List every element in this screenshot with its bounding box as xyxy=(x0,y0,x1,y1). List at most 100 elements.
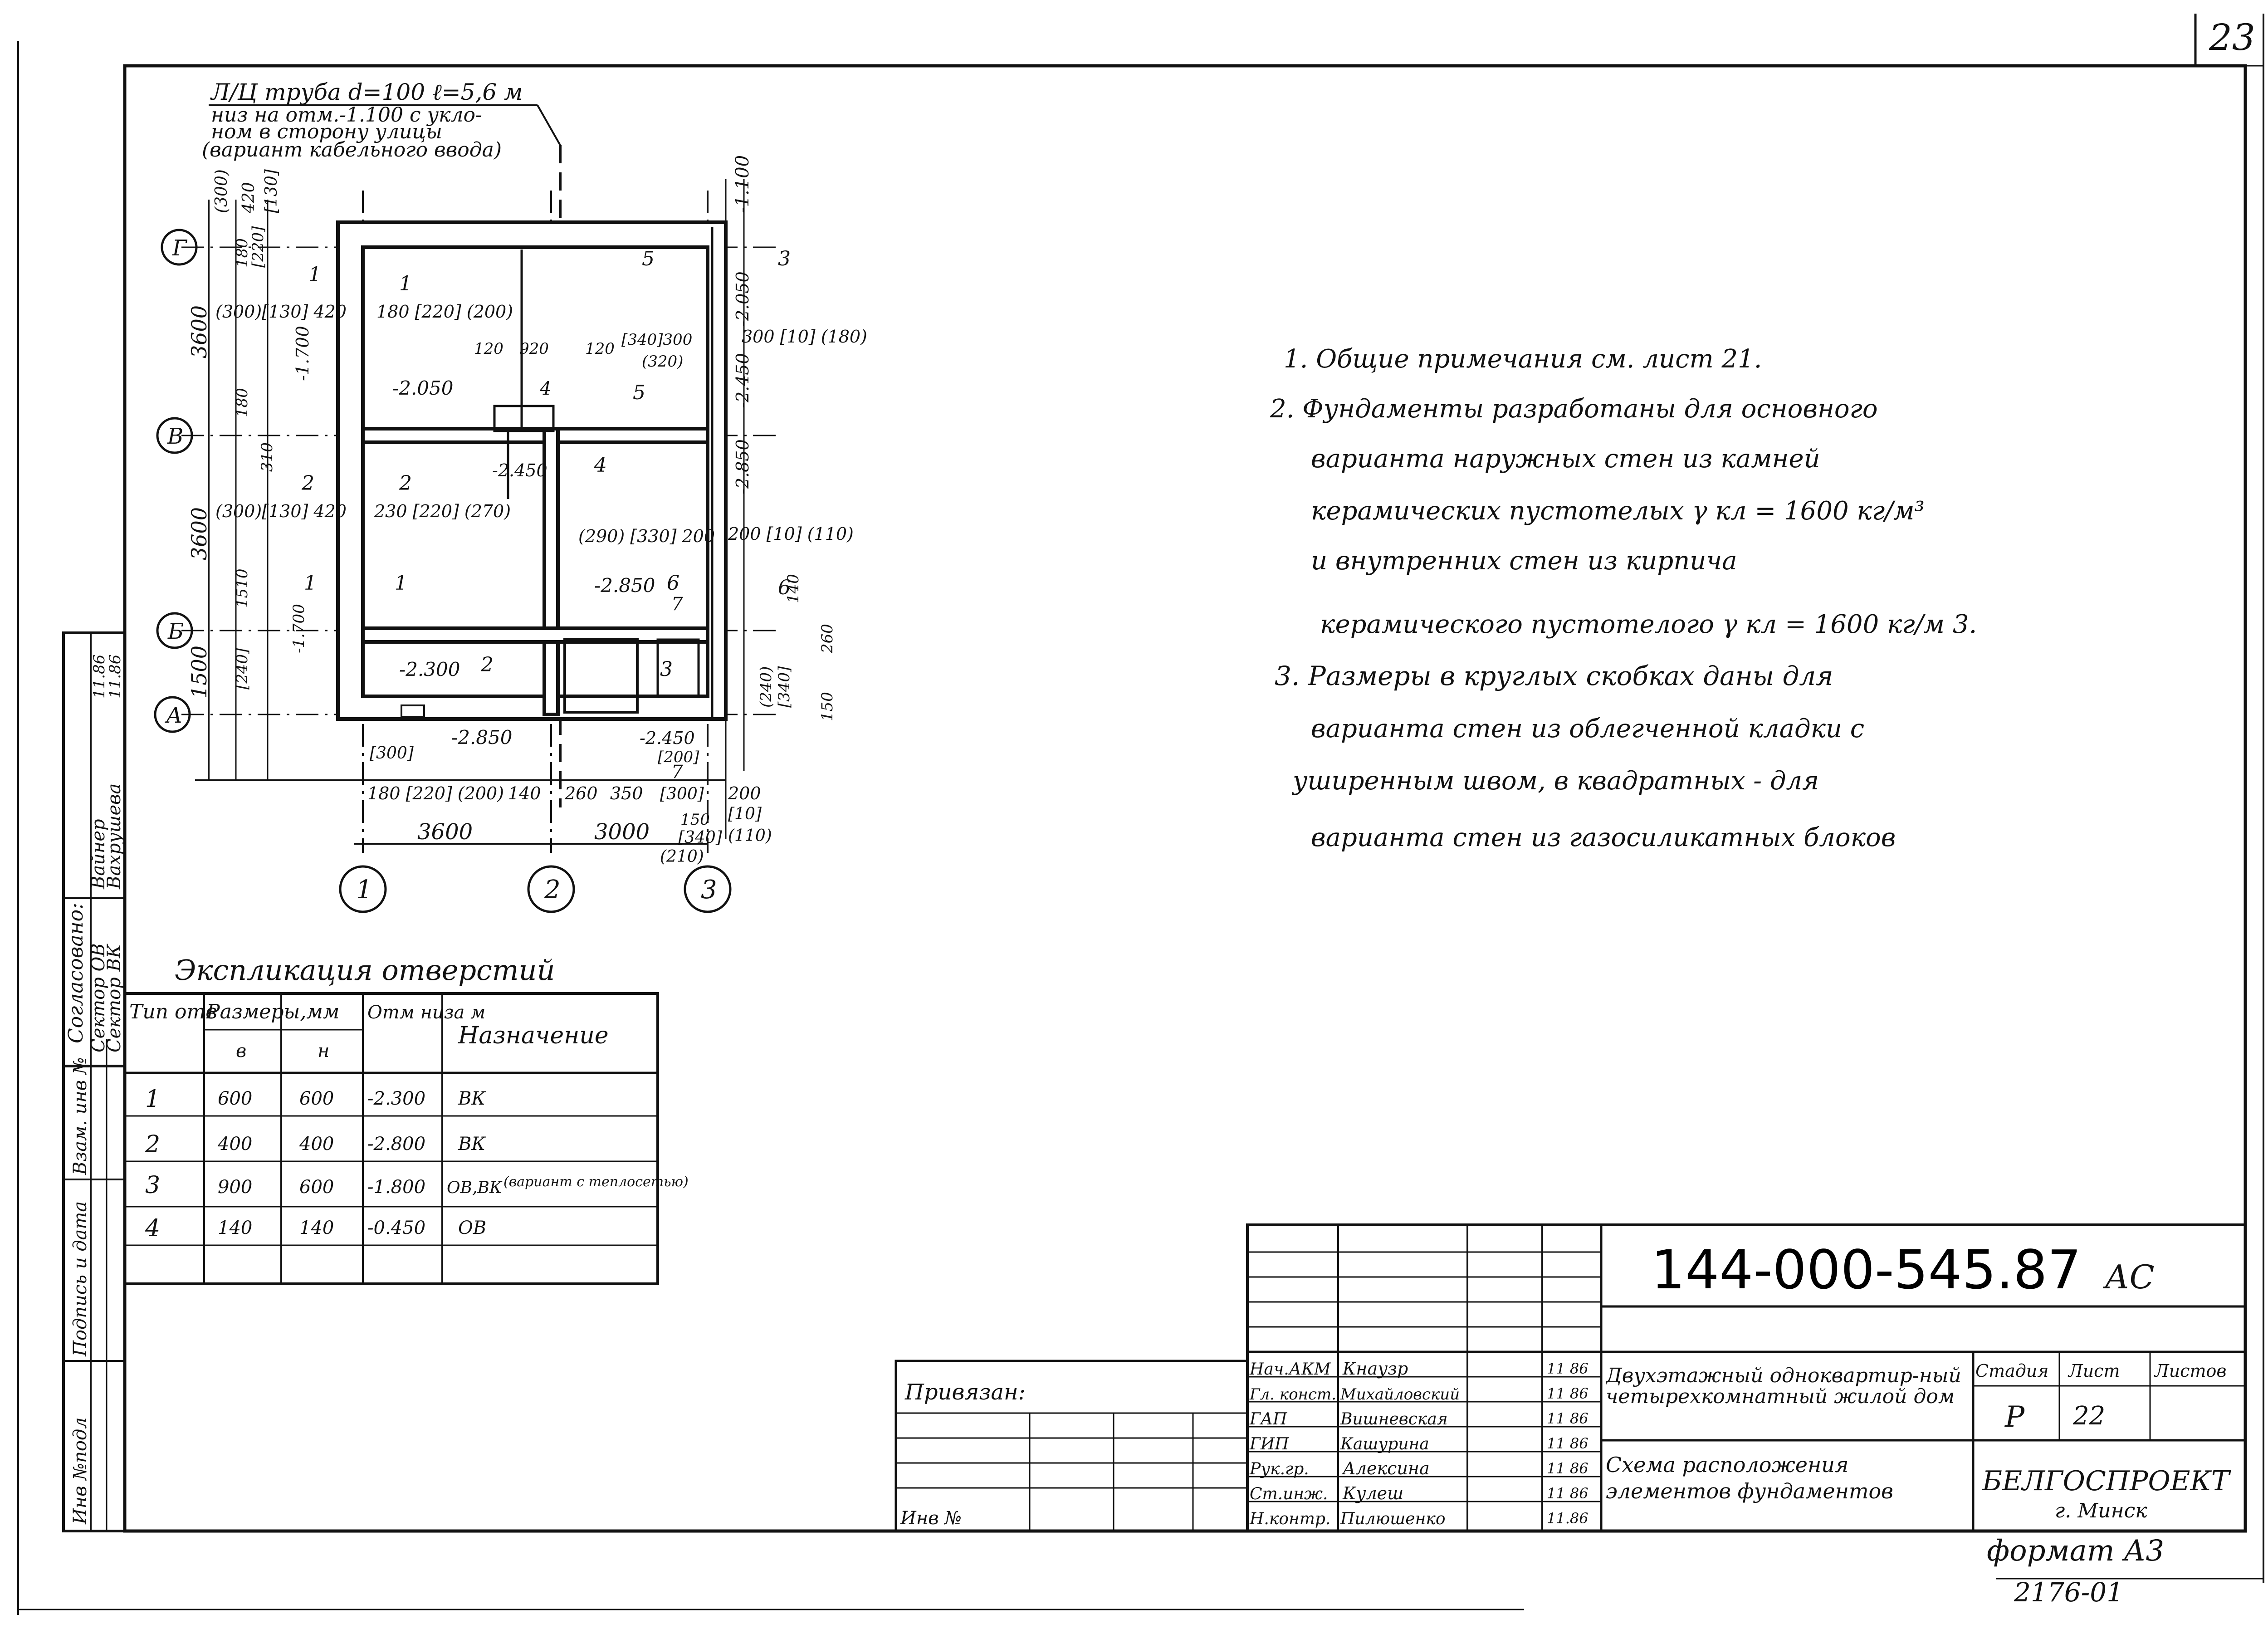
dim-bottom-small-12: [300] xyxy=(370,744,414,763)
stage-label: Стадия xyxy=(1975,1361,2048,1381)
dim-right-8: 150 xyxy=(818,692,836,721)
dim-right-7: 260 xyxy=(818,624,836,654)
room-dim-3: (290) [330] 200 xyxy=(578,526,715,546)
mark-4a: 4 xyxy=(539,378,551,399)
mark-6a: 6 xyxy=(667,572,679,595)
mark-1d: 1 xyxy=(395,572,407,595)
side-stamp: Согласовано: Сектор ОВ Вайнер Сектор ВК … xyxy=(62,631,126,1532)
dim-bottom-small-8: (110) xyxy=(728,827,772,845)
dim-top-5: 920 xyxy=(519,340,549,358)
row3-b: 900 xyxy=(218,1177,252,1198)
dim-left-small-8: (300)[130] 420 xyxy=(215,501,347,521)
pipe-note-line-4: (вариант кабельного ввода) xyxy=(202,138,502,161)
row4-h: 140 xyxy=(299,1218,334,1238)
sheet-value: 22 xyxy=(2072,1401,2105,1431)
mark-7b: 7 xyxy=(671,762,683,783)
level-right-4: -2.850 xyxy=(733,439,753,494)
object-name: Двухэтажный одноквартир-ный четырехкомна… xyxy=(1606,1365,1961,1408)
dim-top-6: 120 xyxy=(585,340,615,358)
row2-purpose: ВК xyxy=(458,1134,486,1155)
doc-number: 144-000-545.87 xyxy=(1651,1238,2082,1301)
axis-b: Б xyxy=(167,619,184,644)
explication-title: Экспликация отверстий xyxy=(175,954,555,987)
row1-type: 1 xyxy=(145,1086,160,1113)
level-right-3: -2.450 xyxy=(733,353,753,408)
inv-no-label: Инв № xyxy=(900,1508,962,1529)
note-line-3: варианта наружных стен из камней xyxy=(1311,444,1820,474)
pipe-note-line-1: Л/Ц труба d=100 ℓ=5,6 м xyxy=(210,79,523,105)
stamp-sector-ov: Сектор ОВ xyxy=(88,943,109,1052)
header-sizes: Размеры,мм xyxy=(206,1000,339,1023)
row3-type: 3 xyxy=(145,1172,160,1199)
doc-suffix: АС xyxy=(2102,1258,2155,1296)
stamp-date-2: 11.86 xyxy=(106,655,124,699)
dim-top-8: (320) xyxy=(642,352,683,371)
dim-bottom-2: 3000 xyxy=(594,819,650,845)
header-mark: Отм низа м xyxy=(367,1002,485,1023)
dim-right-9: (240) xyxy=(757,666,775,708)
dim-bottom-1: 3600 xyxy=(417,819,473,845)
dim-left-small-5: 310 xyxy=(258,442,276,472)
mark-2a: 2 xyxy=(301,472,314,495)
person-name-3: Вишневская xyxy=(1340,1410,1448,1429)
person-date-3: 11 86 xyxy=(1547,1410,1589,1427)
bottom-code: 2176-01 xyxy=(2014,1577,2123,1608)
person-role-4: ГИП xyxy=(1249,1435,1289,1453)
level-5: -2.300 xyxy=(399,658,460,680)
header-purpose: Назначение xyxy=(458,1022,609,1049)
dim-left-small-2: 180 xyxy=(233,238,251,268)
dim-left-small-7: [240] xyxy=(233,648,251,690)
dim-left-small-4: 180 xyxy=(233,388,251,417)
mark-5a: 5 xyxy=(642,247,655,270)
dim-bottom-small-10: (210) xyxy=(660,847,704,866)
row4-b: 140 xyxy=(218,1218,252,1238)
level-right-1: -1.100 xyxy=(732,155,753,213)
dim-top-1: (300) xyxy=(212,169,231,213)
mark-7a: 7 xyxy=(671,594,683,615)
pipe-note-line-3: ном в сторону улицы xyxy=(211,120,442,143)
header-b: в xyxy=(236,1041,246,1062)
room-dim-4: [200] xyxy=(658,748,699,766)
stamp-vzam: Взам. инв № xyxy=(70,1057,91,1175)
axis-3: 3 xyxy=(701,875,717,905)
stamp-sector-vk: Сектор ВК xyxy=(104,944,125,1052)
header-type: Тип отв xyxy=(129,1000,217,1023)
axis-2: 2 xyxy=(544,875,561,905)
table-row: 4 140 140 -0.450 ОВ xyxy=(145,1215,486,1242)
dim-left-small-3: (300)[130] 420 xyxy=(215,302,347,322)
table-row: 2 400 400 -2.800 ВК xyxy=(145,1131,486,1158)
person-name-6: Кулеш xyxy=(1342,1483,1403,1503)
dim-left-2: 3600 xyxy=(187,507,211,560)
dim-left-1: 3600 xyxy=(187,305,211,358)
general-notes: 1. Общие примечания см. лист 21. 2. Фунд… xyxy=(1270,344,1977,852)
note-line-7: 3. Размеры в круглых скобках даны для xyxy=(1275,660,1833,691)
person-name-2: Михайловский xyxy=(1340,1385,1460,1404)
dim-bottom-small-3: 260 xyxy=(564,783,598,803)
mark-6b: 6 xyxy=(778,576,791,599)
person-date-6: 11 86 xyxy=(1547,1485,1589,1502)
row3-note: (вариант с теплосетью) xyxy=(503,1174,689,1190)
mark-4b: 4 xyxy=(594,454,607,477)
person-role-7: Н.контр. xyxy=(1249,1510,1330,1528)
row4-type: 4 xyxy=(145,1215,160,1242)
mark-3b: 3 xyxy=(660,658,673,681)
note-line-9: уширенным швом, в квадратных - для xyxy=(1291,766,1819,796)
note-line-5: и внутренних стен из кирпича xyxy=(1311,546,1737,576)
row4-mark: -0.450 xyxy=(367,1218,425,1238)
level-right-2: -2.050 xyxy=(733,271,753,327)
axis-g: Г xyxy=(172,235,188,261)
mark-2c: 2 xyxy=(480,653,494,676)
person-date-1: 11 86 xyxy=(1547,1360,1589,1377)
title-block: Привязан: Инв № 144-000-545.87 АС Нач.АК… xyxy=(894,1223,2247,1532)
format-label: формат А3 xyxy=(1987,1534,2164,1568)
person-name-1: Кнаузр xyxy=(1342,1359,1408,1379)
sheets-label: Листов xyxy=(2154,1361,2227,1381)
table-row: 3 900 600 -1.800 ОВ,ВК (вариант с теплос… xyxy=(145,1172,689,1199)
dim-right-10: [340] xyxy=(775,666,793,708)
dim-bottom-small-7: [10] xyxy=(728,805,762,823)
person-role-1: Нач.АКМ xyxy=(1249,1360,1331,1379)
row3-purpose: ОВ,ВК xyxy=(447,1179,503,1197)
dim-left-small-1: [220] xyxy=(249,226,267,268)
row1-h: 600 xyxy=(299,1088,334,1109)
dim-left-3: 1500 xyxy=(187,646,211,699)
